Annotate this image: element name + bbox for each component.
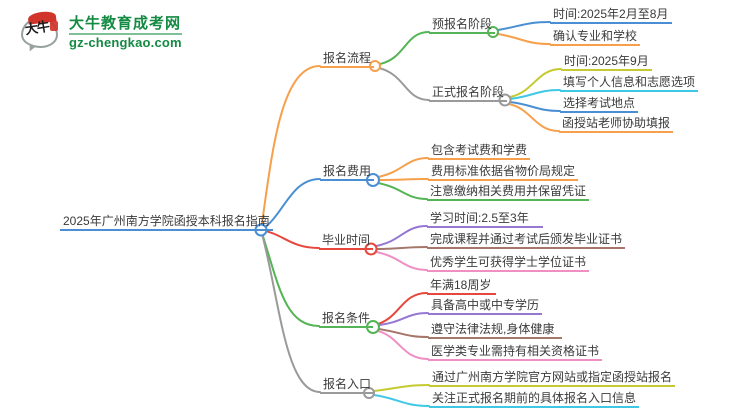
leaf-fill-personal-info: 填写个人信息和志愿选项 [560,75,699,92]
edge-formal-to-exam-location [509,101,561,112]
leaf-bachelor-degree: 优秀学生可获得学士学位证书 [427,255,590,272]
edge-root-to-conditions [260,229,320,327]
edge-fee-to-includes [377,157,429,178]
edge-fee-to-standard [378,178,429,181]
leaf-fee-standard: 费用标准依据省物价局规定 [428,164,579,181]
leaf-confirm-major-school: 确认专业和学校 [550,29,641,46]
leaf-pre-registration-time: 时间:2025年2月至8月 [550,7,672,24]
edge-process-to-pre-registration [379,31,430,65]
branch-graduation: 毕业时间 [319,233,374,250]
edge-entry-to-website [373,384,430,392]
edge-entry-to-info [373,394,430,407]
edge-graduation-to-study-time [375,225,428,247]
edge-conditions-to-education [378,312,429,326]
edge-pre-to-confirm [497,33,551,45]
site-logo[interactable]: 大牛 大牛教育成考网 gz-chengkao.com [20,10,182,54]
edge-root-to-entry [260,229,321,393]
edge-root-to-fee [260,178,321,231]
edge-conditions-to-law-health [378,328,429,338]
edge-conditions-to-medical-cert [377,330,429,360]
edge-conditions-to-age [377,292,428,325]
leaf-education-level: 具备高中或中专学历 [428,298,543,315]
logo-red-seal-icon [50,21,58,31]
leaf-choose-exam-location: 选择考试地点 [560,96,639,113]
leaf-study-time: 学习时间:2.5至3年 [427,211,543,228]
leaf-medical-cert: 医学类专业需持有相关资格证书 [428,344,603,361]
subbranch-pre-registration: 预报名阶段 [429,17,496,34]
edge-graduation-to-diploma [376,246,428,250]
root-topic: 2025年广州南方学院函授本科报名指南 [60,214,273,231]
branch-process: 报名流程 [320,51,375,68]
logo-speech-bubble-icon: 大牛 [20,10,62,54]
logo-divider [69,33,182,35]
leaf-formal-time: 时间:2025年9月 [561,54,652,71]
branch-fee: 报名费用 [320,164,375,181]
site-name: 大牛教育成考网 [69,15,182,32]
leaf-diploma: 完成课程并通过考试后颁发毕业证书 [427,232,626,249]
leaf-fee-includes: 包含考试费和学费 [428,143,531,160]
leaf-teacher-assist: 函授站老师协助填报 [559,116,674,133]
leaf-entry-website: 通过广州南方学院官方网站或指定函授站报名 [429,370,676,387]
edge-pre-to-time [497,21,551,31]
logo-text-block: 大牛教育成考网 gz-chengkao.com [69,15,182,49]
leaf-keep-receipt: 注意缴纳相关费用并保留凭证 [427,184,590,201]
edge-root-to-graduation [260,229,320,249]
leaf-entry-info: 关注正式报名期前的具体报名入口信息 [429,391,640,408]
site-url: gz-chengkao.com [69,35,182,50]
branch-conditions: 报名条件 [319,311,374,328]
edge-graduation-to-degree [375,251,428,271]
subbranch-formal-registration: 正式报名阶段 [429,85,508,102]
edge-root-to-process [260,65,321,231]
edge-formal-to-time [509,68,562,98]
edge-process-to-formal-registration [378,67,430,101]
leaf-age-18: 年满18周岁 [427,278,496,295]
edge-formal-to-fill-info [509,89,561,100]
edge-fee-to-keep-receipt [377,182,428,200]
leaf-law-health: 遵守法律法规,身体健康 [428,322,562,339]
branch-entry: 报名入口 [320,377,375,394]
edge-formal-to-teacher-assist [508,103,560,132]
